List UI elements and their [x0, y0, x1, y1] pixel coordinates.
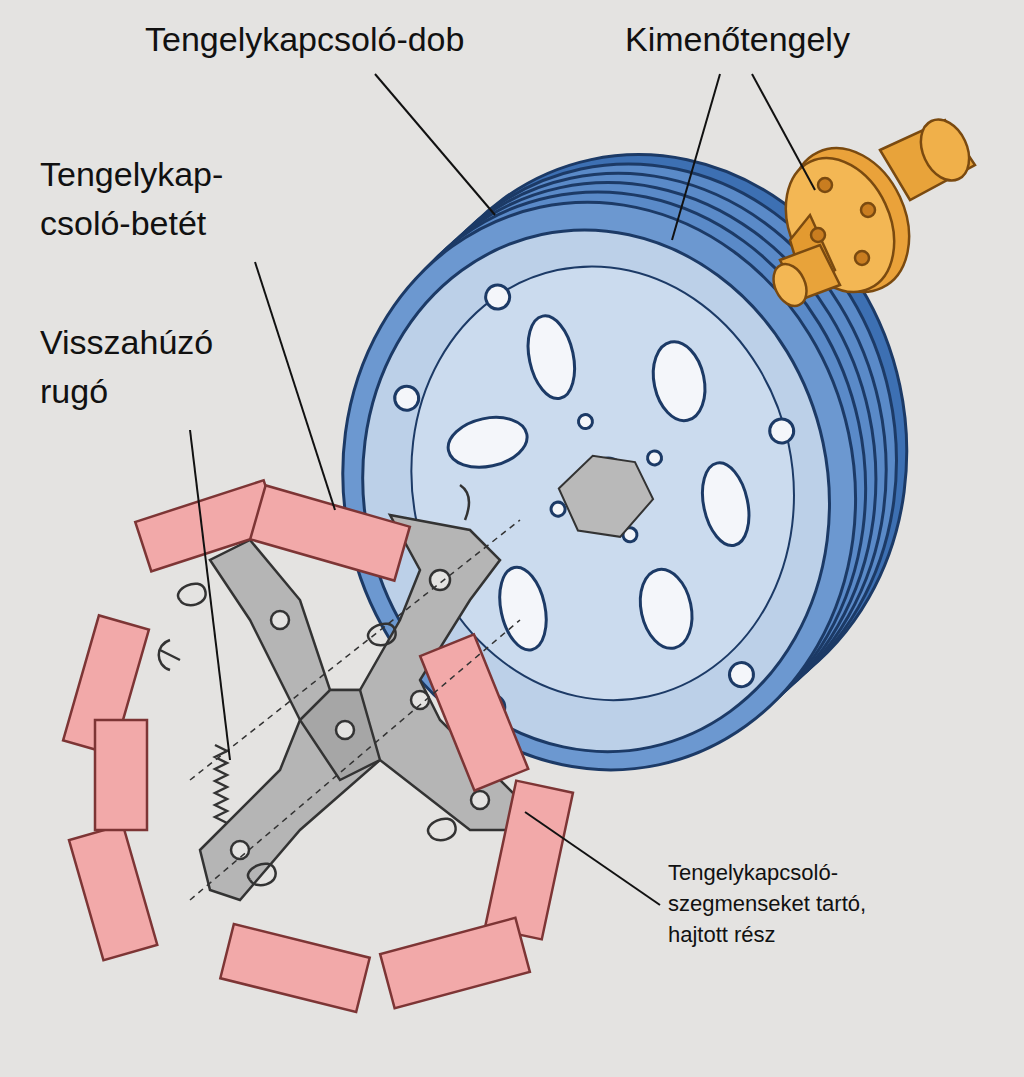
leader-lines: [375, 74, 495, 215]
clutch-shoes: [69, 825, 157, 961]
clutch-drum: [444, 411, 532, 475]
clutch-shoes: [95, 720, 147, 830]
return-springs: [215, 745, 227, 823]
clutch-shoes: [485, 781, 573, 940]
part-label: Tengelykapcsoló-dob: [145, 20, 625, 59]
clutch-drum: [646, 337, 712, 426]
driven-frame: [471, 791, 489, 809]
output-shaft: [767, 259, 813, 312]
leader-lines: [672, 74, 720, 240]
clutch-drum: [646, 450, 663, 467]
clutch-drum: [483, 283, 511, 311]
return-springs: [190, 620, 520, 900]
driven-frame: [231, 841, 249, 859]
return-springs: [368, 624, 396, 646]
output-shaft: [818, 178, 832, 192]
return-springs: [190, 520, 520, 780]
output-shaft: [811, 228, 825, 242]
return-springs: [178, 584, 206, 606]
return-springs: [159, 640, 180, 670]
driven-frame: [271, 611, 289, 629]
output-shaft: [912, 112, 979, 189]
driven-frame: [460, 485, 469, 520]
part-label: Tengelykap- csoló-betét: [40, 150, 265, 249]
output-shaft: [861, 203, 875, 217]
clutch-drum: [521, 312, 582, 403]
clutch-shoes: [250, 485, 410, 580]
clutch-drum: [554, 445, 660, 547]
driven-frame: [430, 570, 450, 590]
leader-lines: [190, 74, 815, 905]
leader-lines: [190, 430, 230, 760]
clutch-drum: [550, 501, 567, 518]
output-shaft: [855, 251, 869, 265]
clutch-drum: [493, 563, 554, 654]
driven-frame: [300, 690, 380, 780]
clutch-drum: [695, 459, 756, 550]
return-springs: [159, 520, 520, 900]
output-shaft: [811, 178, 875, 265]
part-label: Tengelykapcsoló- szegmenseket tartó, haj…: [668, 858, 903, 950]
clutch-drum: [633, 565, 699, 654]
return-springs: [428, 819, 456, 841]
clutch-shoes: [380, 918, 530, 1008]
leader-lines: [525, 812, 660, 905]
driven-frame: [336, 721, 354, 739]
return-springs: [248, 864, 276, 886]
output-shaft: [765, 112, 978, 312]
leader-lines: [255, 262, 335, 510]
part-label: Visszahúzó rugó: [40, 318, 265, 417]
leader-lines: [752, 74, 815, 190]
clutch-shoes: [420, 634, 528, 790]
clutch-drum: [577, 413, 594, 430]
clutch-shoes: [220, 924, 369, 1012]
part-label: Kimenőtengely: [625, 20, 1005, 59]
clutch-shoes: [63, 480, 573, 1012]
clutch-drum: [727, 660, 755, 688]
clutch-drum: [392, 384, 420, 412]
clutch-drum: [767, 417, 795, 445]
